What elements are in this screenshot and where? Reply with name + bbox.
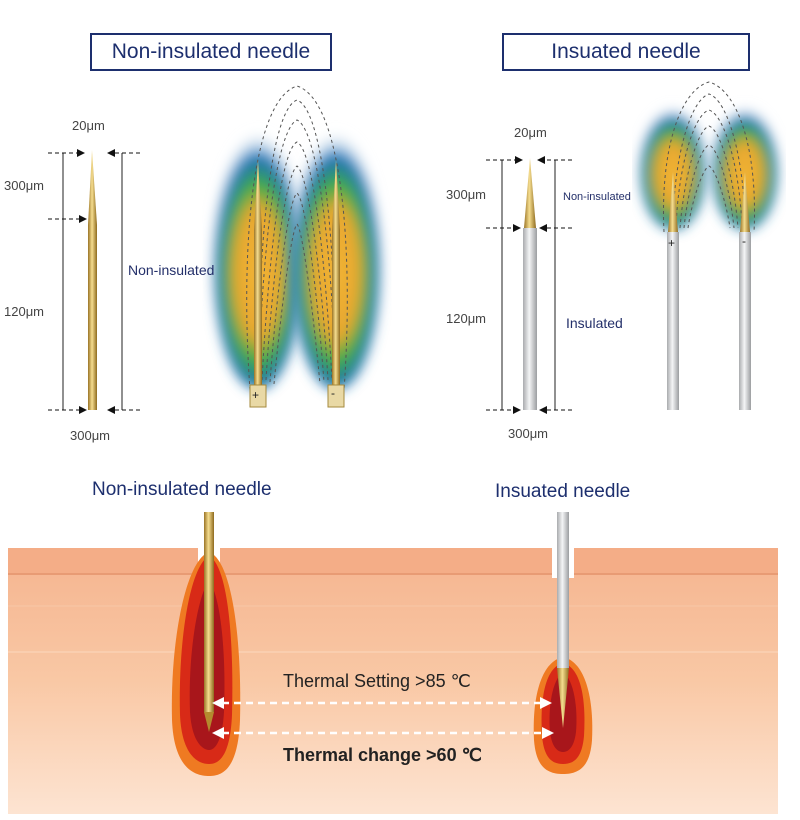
right-field-illustration: [639, 81, 779, 410]
silver-needle-negative: [739, 232, 751, 410]
heat-zone-left: [171, 512, 241, 776]
right-non-insulated-tip-label: Non-insulated: [563, 191, 631, 203]
gold-needle-positive: [254, 160, 262, 385]
left-field-illustration: [212, 85, 382, 408]
left-body-length-label: 120μm: [4, 304, 45, 319]
left-tip-length-label: 300μm: [4, 178, 45, 193]
thermal-setting-label: Thermal Setting >85 ℃: [283, 671, 471, 691]
left-positive-pole: +: [252, 388, 260, 402]
left-dimension-drawing: [48, 149, 140, 414]
thermal-arrows: [222, 701, 542, 735]
left-tip-width-label: 20μm: [72, 118, 105, 133]
bottom-insulated-title: Insuated needle: [495, 481, 631, 502]
right-negative-pole: -: [742, 234, 746, 248]
right-positive-pole: +: [668, 236, 676, 250]
gold-needle-in-skin: [204, 512, 214, 712]
right-body-length-label: 120μm: [446, 311, 487, 326]
non-insulated-title-box: Non-insulated needle: [90, 33, 332, 71]
right-insulated-label: Insulated: [566, 315, 623, 331]
heat-zone-right: [533, 512, 593, 774]
gold-needle-negative: [332, 160, 340, 385]
silver-shaft-right: [523, 228, 537, 410]
silver-needle-in-skin: [557, 512, 569, 668]
right-base-width-label: 300μm: [508, 426, 549, 441]
insulated-title-box: Insuated needle: [502, 33, 750, 71]
bottom-non-insulated-title: Non-insulated needle: [92, 479, 272, 500]
silver-needle-positive: [667, 232, 679, 410]
gold-needle-left: [88, 150, 97, 410]
right-tip-length-label: 300μm: [446, 187, 487, 202]
right-dimension-drawing: [486, 156, 572, 414]
gold-tip-right: [524, 158, 536, 228]
thermal-change-label: Thermal change >60 ℃: [283, 745, 482, 765]
left-base-width-label: 300μm: [70, 428, 111, 443]
skin-cross-section: [8, 548, 778, 814]
left-negative-pole: -: [331, 386, 335, 400]
right-tip-width-label: 20μm: [514, 125, 547, 140]
left-non-insulated-label: Non-insulated: [128, 262, 215, 278]
